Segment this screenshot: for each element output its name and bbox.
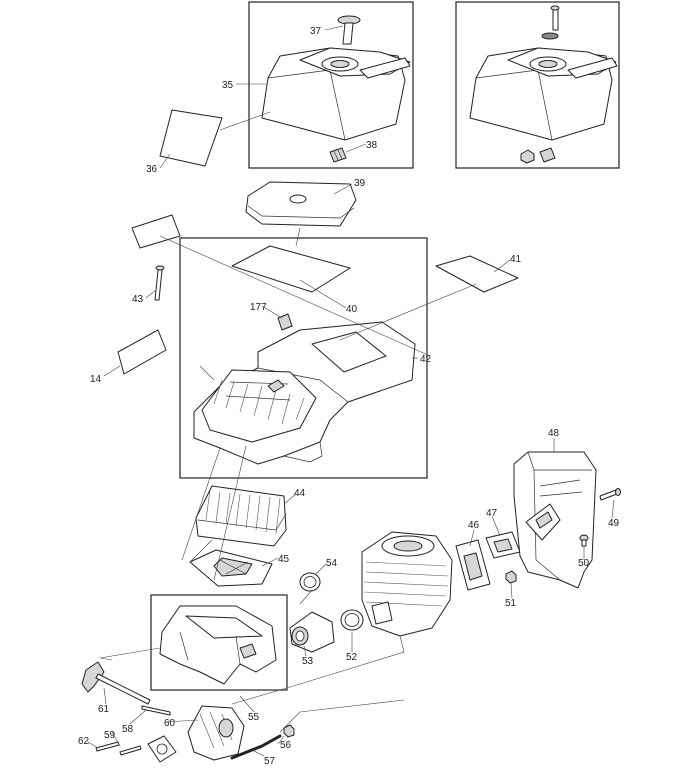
label-40: 40	[346, 304, 358, 315]
label-55: 55	[248, 712, 260, 723]
cover-clip	[329, 147, 347, 163]
label-53: 53	[302, 656, 314, 667]
label-57: 57	[264, 756, 276, 767]
filter-base	[189, 549, 273, 587]
fuel-hose	[230, 734, 282, 760]
hose-nut	[283, 724, 295, 738]
clamp-ring-small	[299, 572, 321, 592]
cylinder	[361, 531, 453, 637]
muffler-gasket	[455, 539, 491, 591]
air-filter-cover	[261, 47, 411, 141]
grommet	[277, 313, 293, 331]
label-56: 56	[280, 740, 292, 751]
side-gasket	[435, 255, 519, 293]
alt-cover-screw	[541, 5, 560, 40]
label-62: 62	[78, 736, 90, 747]
label-50: 50	[578, 558, 590, 569]
label-61: 61	[98, 704, 110, 715]
air-filter	[195, 485, 287, 547]
label-43: 43	[132, 294, 144, 305]
upper-gasket	[131, 214, 181, 249]
label-14: 14	[90, 374, 102, 385]
muffler-stud	[579, 534, 589, 547]
clamp-ring-large	[340, 609, 364, 631]
throttle-rod	[141, 705, 171, 716]
label-41: 41	[510, 254, 522, 265]
label-42: 42	[420, 354, 432, 365]
label-49: 49	[608, 518, 620, 529]
muffler	[513, 451, 597, 589]
label-35: 35	[222, 80, 234, 91]
adjuster-rod	[119, 745, 142, 756]
air-filter-cover-frame	[248, 1, 414, 169]
label-46: 46	[468, 520, 480, 531]
label-47: 47	[486, 508, 498, 519]
alt-air-filter-cover	[469, 47, 618, 141]
filter-element	[231, 245, 351, 293]
intake-flange	[159, 605, 277, 685]
pin	[95, 741, 120, 752]
label-44: 44	[294, 488, 306, 499]
label-37: 37	[310, 26, 322, 37]
label-58: 58	[122, 724, 134, 735]
label-51: 51	[505, 598, 517, 609]
carburetor-gasket	[147, 735, 177, 763]
carburetor-box-frame	[179, 237, 428, 479]
label-60: 60	[164, 718, 176, 729]
choke-lever	[81, 661, 151, 705]
muffler-nut	[505, 570, 517, 584]
leader-lines	[87, 25, 615, 757]
carburetor-box	[193, 321, 416, 465]
label-36: 36	[146, 164, 158, 175]
intake-boot	[289, 611, 335, 653]
label-45: 45	[278, 554, 290, 565]
label-38: 38	[366, 140, 378, 151]
muffler-flange	[485, 531, 521, 559]
cover-gasket	[159, 109, 223, 167]
label-48: 48	[548, 428, 560, 439]
long-bolt	[154, 265, 165, 301]
label-39: 39	[354, 178, 366, 189]
part-labels: 35 36 37 38 39 40 41 42 43 14 177 44 45 …	[78, 26, 620, 767]
alt-air-filter-cover-frame	[455, 1, 620, 169]
label-52: 52	[346, 652, 358, 663]
seal-plate	[117, 329, 167, 375]
muffler-bolt	[599, 488, 621, 501]
label-177: 177	[250, 302, 267, 313]
label-54: 54	[326, 558, 338, 569]
intake-flange-frame	[150, 594, 288, 691]
carburetor	[187, 705, 245, 761]
pre-filter	[245, 181, 357, 227]
label-59: 59	[104, 730, 116, 741]
alt-cover-nut	[520, 147, 556, 164]
cover-knob	[337, 15, 361, 45]
